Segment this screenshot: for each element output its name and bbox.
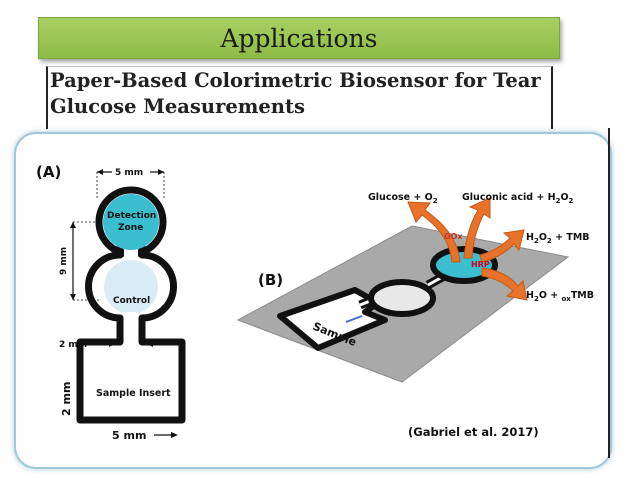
detection-zone: [103, 194, 159, 250]
control-zone-b: [368, 279, 436, 317]
title-banner: Applications: [38, 17, 560, 59]
detection-label-2: Zone: [118, 223, 143, 233]
arrow-h2o2: [479, 229, 525, 263]
width-bottom-label: 5 mm: [112, 429, 146, 442]
arrowhead: [171, 432, 178, 438]
label-bg: [112, 165, 150, 178]
sample-insert-label: Sample Insert: [96, 388, 171, 399]
h2o2-a: H: [526, 232, 534, 243]
citation: (Gabriel et al. 2017): [408, 425, 539, 439]
arrowhead: [97, 169, 103, 175]
side-label: 2 mm: [60, 382, 73, 416]
gluconic-main: Gluconic acid + H: [462, 192, 556, 203]
subtitle-box: [46, 66, 553, 129]
gluconic-sub2: 2: [569, 197, 574, 205]
h2o-sub2: ox: [561, 295, 571, 303]
subtitle-line-1: Paper-Based Colorimetric Biosensor for T…: [50, 69, 541, 92]
arrow-glucose: [407, 201, 461, 263]
height-label: 9 mm: [59, 247, 69, 275]
h2o-oxtmb-text: H2O + oxTMB: [526, 290, 594, 303]
channel-fill: [124, 312, 138, 346]
detection-zone-b: [430, 246, 498, 284]
h2o2-c: + TMB: [552, 232, 590, 243]
slide-title: Applications: [220, 23, 378, 53]
sample-pad: [277, 287, 388, 351]
gluconic-sub1: 2: [556, 197, 561, 205]
h2o2-b: O: [539, 232, 547, 243]
width-top-label: 5 mm: [115, 168, 143, 178]
gluconic-text: Gluconic acid + H2O2: [462, 192, 574, 205]
reaction-arrows: [407, 197, 528, 301]
h2o2-sub2: 2: [547, 237, 552, 245]
control-zone: [104, 260, 158, 314]
h2o-sub: 2: [534, 295, 539, 303]
h2o2-sub1: 2: [534, 237, 539, 245]
panel-b-label: (B): [258, 271, 283, 289]
device-outline: [76, 238, 186, 424]
subtitle-line-2: Glucose Measurements: [50, 95, 305, 118]
glucose-o2-text: Glucose + O2: [368, 192, 438, 205]
h2o-a: H: [526, 290, 534, 301]
glucose-o2-sub: 2: [433, 197, 438, 205]
channel-width-label: 2 mm: [59, 340, 87, 350]
glucose-o2-main: Glucose + O: [368, 192, 433, 203]
arrowhead: [147, 341, 153, 347]
h2o-c: TMB: [571, 290, 594, 301]
arrowhead: [158, 169, 164, 175]
sample-drop: [345, 315, 363, 323]
paper-device: [277, 246, 498, 351]
divider-line: [608, 128, 610, 458]
arrowhead: [109, 341, 115, 347]
h2o-b: O +: [539, 290, 562, 301]
detection-label-1: Detection: [107, 211, 156, 221]
panel-a-label: (A): [36, 163, 61, 181]
slide-subtitle: Paper-Based Colorimetric Biosensor for T…: [50, 68, 550, 120]
arrowhead: [70, 294, 76, 300]
h2o2-tmb-text: H2O2 + TMB: [526, 232, 590, 245]
gluconic-mid: O: [560, 192, 568, 203]
control-label: Control: [113, 296, 150, 306]
gox-label: GOx: [444, 232, 463, 241]
arrow-h2o: [481, 267, 528, 301]
hrp-label: HRP: [471, 260, 490, 269]
arrowhead: [70, 222, 76, 228]
arrow-gluconic: [463, 197, 491, 259]
sample-insert-area: [84, 346, 178, 416]
